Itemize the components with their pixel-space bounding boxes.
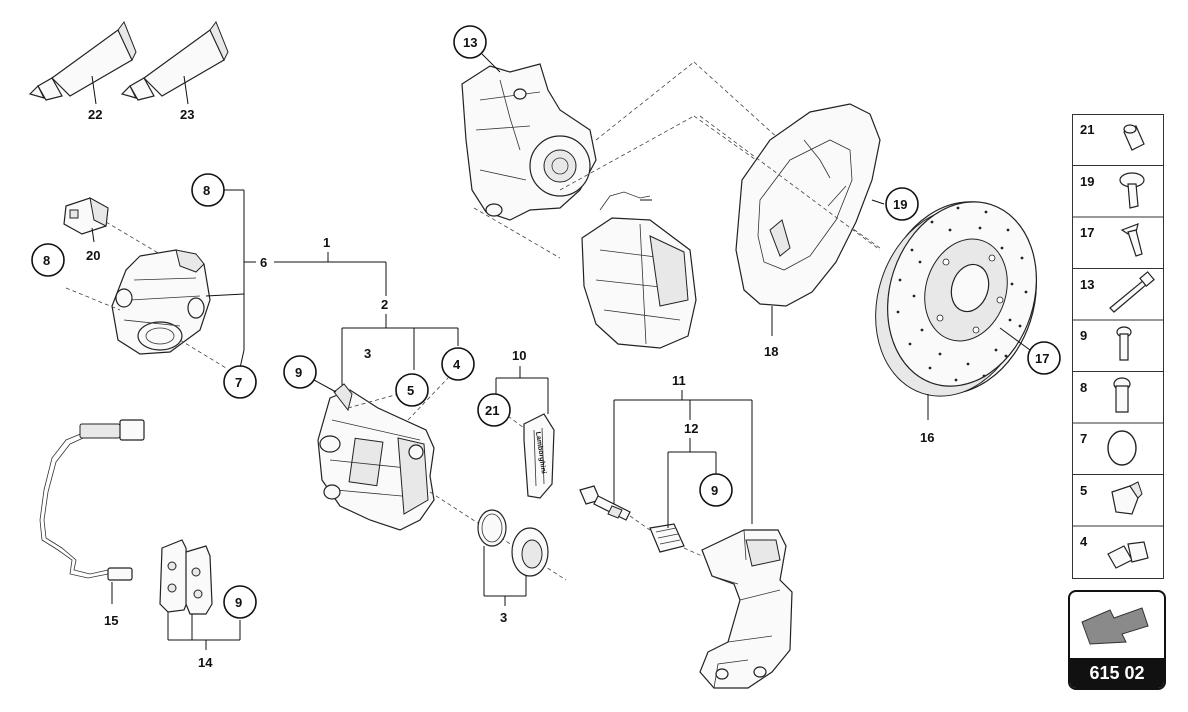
svg-text:8: 8 xyxy=(43,253,50,268)
svg-text:9: 9 xyxy=(711,483,718,498)
sidebar-label-9: 9 xyxy=(1080,328,1087,343)
wear-sensor-15 xyxy=(39,419,145,581)
bleed-valve-icon xyxy=(1111,481,1143,515)
grease-tube-22 xyxy=(28,20,137,101)
brake-disc-16 xyxy=(875,201,1037,397)
label-11: 11 xyxy=(672,373,686,388)
sleeve-icon xyxy=(1123,124,1145,151)
piston-seals-3 xyxy=(477,509,549,577)
callout-7: 7 xyxy=(223,365,257,399)
label-22: 22 xyxy=(88,107,102,122)
small-parts-sidebar: 21 19 17 13 9 8 7 5 4 xyxy=(1072,114,1164,579)
callout-8-left: 8 xyxy=(31,243,65,277)
label-10: 10 xyxy=(512,348,526,363)
callout-5: 5 xyxy=(395,373,429,407)
callout-9-caliper: 9 xyxy=(283,355,317,389)
label-1: 1 xyxy=(323,235,330,250)
callout-9-bushing: 9 xyxy=(699,473,733,507)
callout-17: 17 xyxy=(1027,341,1061,375)
callout-21: 21 xyxy=(477,393,511,427)
svg-text:9: 9 xyxy=(235,595,242,610)
callout-8-top: 8 xyxy=(191,173,225,207)
wheel-hub-carrier xyxy=(461,63,597,221)
o-ring-icon xyxy=(1107,430,1137,466)
label-12: 12 xyxy=(684,421,698,436)
page-code: 615 02 xyxy=(1070,658,1164,688)
svg-text:9: 9 xyxy=(295,365,302,380)
label-18: 18 xyxy=(764,344,778,359)
callout-19: 19 xyxy=(885,187,919,221)
sidebar-label-4: 4 xyxy=(1080,534,1088,549)
sidebar-label-17: 17 xyxy=(1080,225,1094,240)
guide-pin-bolt xyxy=(579,485,631,521)
parking-brake-motor xyxy=(111,249,211,355)
label-15: 15 xyxy=(104,613,118,628)
caliper-carrier-bracket xyxy=(699,529,793,689)
svg-text:17: 17 xyxy=(1035,351,1049,366)
page-reference-box: 615 02 xyxy=(1068,590,1166,690)
sidebar-label-8: 8 xyxy=(1080,380,1087,395)
svg-text:5: 5 xyxy=(407,383,414,398)
svg-text:19: 19 xyxy=(893,197,907,212)
long-bolt-icon xyxy=(1109,271,1155,313)
assembled-caliper-view xyxy=(581,191,697,349)
sidebar-label-19: 19 xyxy=(1080,174,1094,189)
svg-text:8: 8 xyxy=(203,183,210,198)
grease-tube-23 xyxy=(120,20,229,101)
label-14: 14 xyxy=(198,655,213,670)
brake-pad-10: Lamborghini xyxy=(523,413,555,499)
label-6: 6 xyxy=(260,255,267,270)
sidebar-label-13: 13 xyxy=(1080,277,1094,292)
svg-text:21: 21 xyxy=(485,403,499,418)
callout-13: 13 xyxy=(453,25,487,59)
label-3a: 3 xyxy=(364,346,371,361)
svg-text:13: 13 xyxy=(463,35,477,50)
label-20: 20 xyxy=(86,248,100,263)
sidebar-label-7: 7 xyxy=(1080,431,1087,446)
label-16: 16 xyxy=(920,430,934,445)
label-2: 2 xyxy=(381,297,388,312)
guide-bushing xyxy=(649,523,685,553)
countersunk-screw-icon xyxy=(1120,223,1143,257)
brake-dust-shield xyxy=(735,103,881,307)
bolt-9-icon xyxy=(1116,326,1132,361)
callout-9-pads: 9 xyxy=(223,585,257,619)
sidebar-label-5: 5 xyxy=(1080,483,1087,498)
label-23: 23 xyxy=(180,107,194,122)
connector-plug-20 xyxy=(63,197,109,235)
svg-text:7: 7 xyxy=(235,375,242,390)
screw-19-icon xyxy=(1119,172,1145,209)
label-3b: 3 xyxy=(500,610,507,625)
sidebar-label-21: 21 xyxy=(1080,122,1094,137)
svg-text:4: 4 xyxy=(453,357,461,372)
callout-4: 4 xyxy=(441,347,475,381)
arrow-icon xyxy=(1081,607,1149,650)
sleeve-bolt-8-icon xyxy=(1113,377,1131,413)
brake-pads-14 xyxy=(159,539,213,615)
fitting-4-icon xyxy=(1107,541,1149,569)
brake-caliper xyxy=(317,383,435,531)
